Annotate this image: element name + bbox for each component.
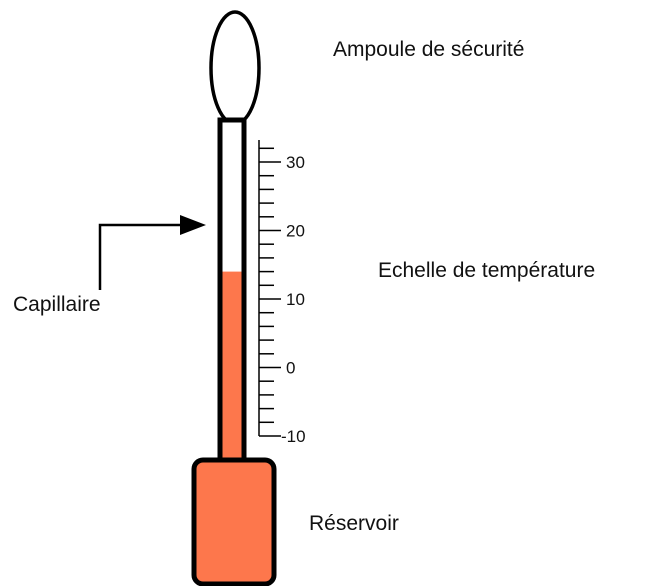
tick-label: 10	[286, 290, 305, 309]
temperature-scale-label: Echelle de température	[378, 259, 596, 282]
tick-label: 20	[286, 222, 305, 241]
tick-label: -10	[281, 427, 306, 446]
capillary-pointer-arrow	[98, 215, 206, 290]
liquid-column	[222, 271, 242, 468]
safety-bulb-label: Ampoule de sécurité	[333, 38, 525, 61]
reservoir-label: Réservoir	[309, 512, 399, 535]
tick-label: 0	[286, 359, 295, 378]
temperature-scale: 30 20 10 0 -10	[259, 147, 306, 446]
tick-label: 30	[286, 153, 305, 172]
capillary-label: Capillaire	[13, 293, 101, 316]
safety-bulb	[209, 10, 261, 126]
reservoir-bulb	[191, 457, 277, 586]
